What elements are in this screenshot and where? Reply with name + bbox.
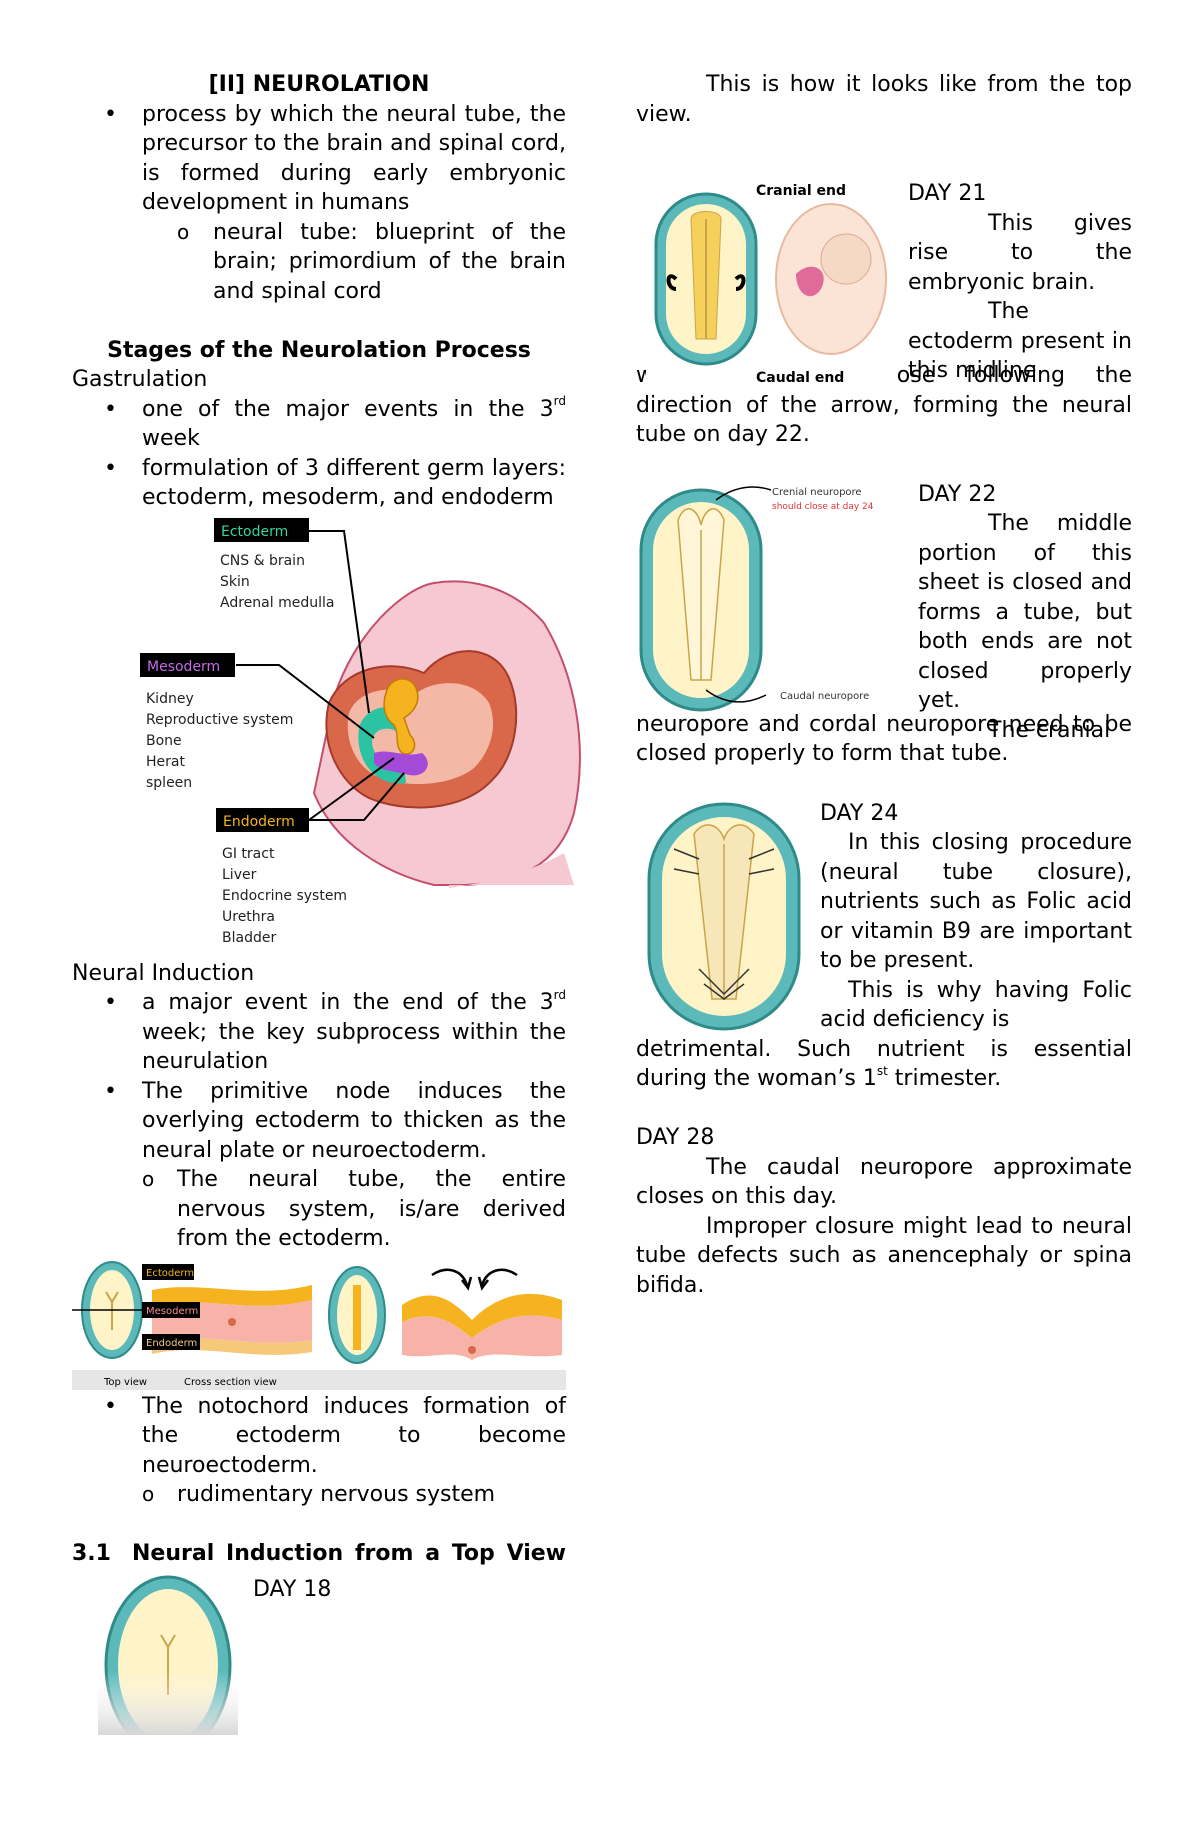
day28-title: DAY 28 [636,1125,715,1150]
day22-para1: The middle portion of this sheet is clos… [918,511,1132,713]
list-item: formulation of 3 different germ layers: … [72,454,566,513]
section-number: 3.1 [72,1541,111,1566]
section-3-1-heading: 3.1 Neural Induction from a Top View [72,1539,566,1569]
caudal-neuropore-label: Caudal neuropore [780,691,869,702]
germ-layers-figure: Ectoderm CNS & brain Skin Adrenal medull… [104,512,598,953]
intro-text: This is how it looks like from the top v… [636,72,1132,127]
neural-induction-list: a major event in the end of the 3rd week… [72,988,566,1254]
cranial-neuropore-note: should close at day 24 [772,502,874,512]
list-item: one of the major events in the 3rd week [72,395,566,454]
section-title-3-1: Neural Induction from a Top View [132,1541,566,1566]
left-column: [II] NEUROLATION process by which the ne… [72,70,598,1735]
sub-list-item: The neural tube, the entire nervous syst… [72,1165,566,1254]
caudal-end-label: Caudal end [756,370,844,386]
right-column: This is how it looks like from the top v… [636,70,1132,1300]
endo-item: GI tract [222,846,275,862]
endo-item: Endocrine system [222,888,347,904]
endo-item: Liver [222,867,257,883]
day22-title: DAY 22 [918,481,997,507]
ecto-item: Skin [220,574,250,590]
day21-title: DAY 21 [908,181,987,206]
mesoderm-tag: Mesoderm [146,1306,198,1317]
day21-para1: This gives rise to the embryonic brain. [908,210,1132,295]
day24-para2-start: This is why having Folic acid deficiency… [820,977,1132,1033]
intro-list: process by which the neural tube, the pr… [72,100,566,307]
gastrulation-heading: Gastrulation [72,367,208,392]
endoderm-tag: Endoderm [146,1338,197,1349]
day24-figure [647,802,801,1030]
day21-para2-start: The ectoderm present in this midline [908,299,1132,383]
cross-section-figure: Ectoderm Mesoderm Endoderm Top view Cros… [72,1259,566,1390]
list-item: process by which the neural tube, the pr… [72,100,566,218]
sub-list-item: neural tube: blueprint of the brain; pri… [72,218,566,307]
neural-induction-heading: Neural Induction [72,960,255,986]
cranial-neuropore-label: Crenial neuropore [772,487,862,498]
cranial-end-label: Cranial end [756,183,846,199]
list-item: a major event in the end of the 3rd week… [72,988,566,1077]
meso-item: Kidney [146,691,194,707]
sub-list-item: rudimentary nervous system [72,1480,566,1510]
endo-item: Urethra [222,909,275,925]
day24-para1: In this closing procedure (neural tube c… [820,830,1132,973]
meso-item: Reproductive system [146,712,293,728]
top-view-caption: Top view [103,1377,147,1388]
endoderm-label: Endoderm [223,814,295,830]
day18-figure [98,1574,238,1735]
gastrulation-list: one of the major events in the 3rd week … [72,395,566,513]
day24-title: DAY 24 [820,800,899,826]
day18-title: DAY 18 [253,1576,332,1602]
stages-heading: Stages of the Neurolation Process [107,337,531,363]
ectoderm-label: Ectoderm [221,524,288,540]
day22-figure: Crenial neuropore should close at day 24… [639,485,874,711]
list-item: The primitive node induces the overlying… [72,1077,566,1166]
ecto-item: Adrenal medulla [220,595,334,611]
ectoderm-tag: Ectoderm [146,1268,194,1279]
day21-figure: Cranial end Caudal end [646,179,896,389]
cross-section-caption: Cross section view [184,1377,277,1388]
day28-para2: Improper closure might lead to neural tu… [636,1213,1132,1298]
day28-para1: The caudal neuropore approximate closes … [636,1154,1132,1210]
list-item: The notochord induces formation of the e… [72,1392,566,1481]
meso-item: spleen [146,775,192,791]
section-title: [II] NEUROLATION [208,72,430,97]
day24-para2: detrimental. Such nutrient is essential … [636,1036,1132,1092]
ecto-item: CNS & brain [220,553,305,569]
meso-item: Herat [146,754,185,770]
day22-para2-start: The cranial [988,717,1111,743]
notochord-list: The notochord induces formation of the e… [72,1392,566,1510]
meso-item: Bone [146,733,182,749]
mesoderm-label: Mesoderm [147,659,220,675]
endo-item: Bladder [222,930,276,946]
day22-para2: neuropore and cordal neuropore need to b… [636,711,1132,767]
